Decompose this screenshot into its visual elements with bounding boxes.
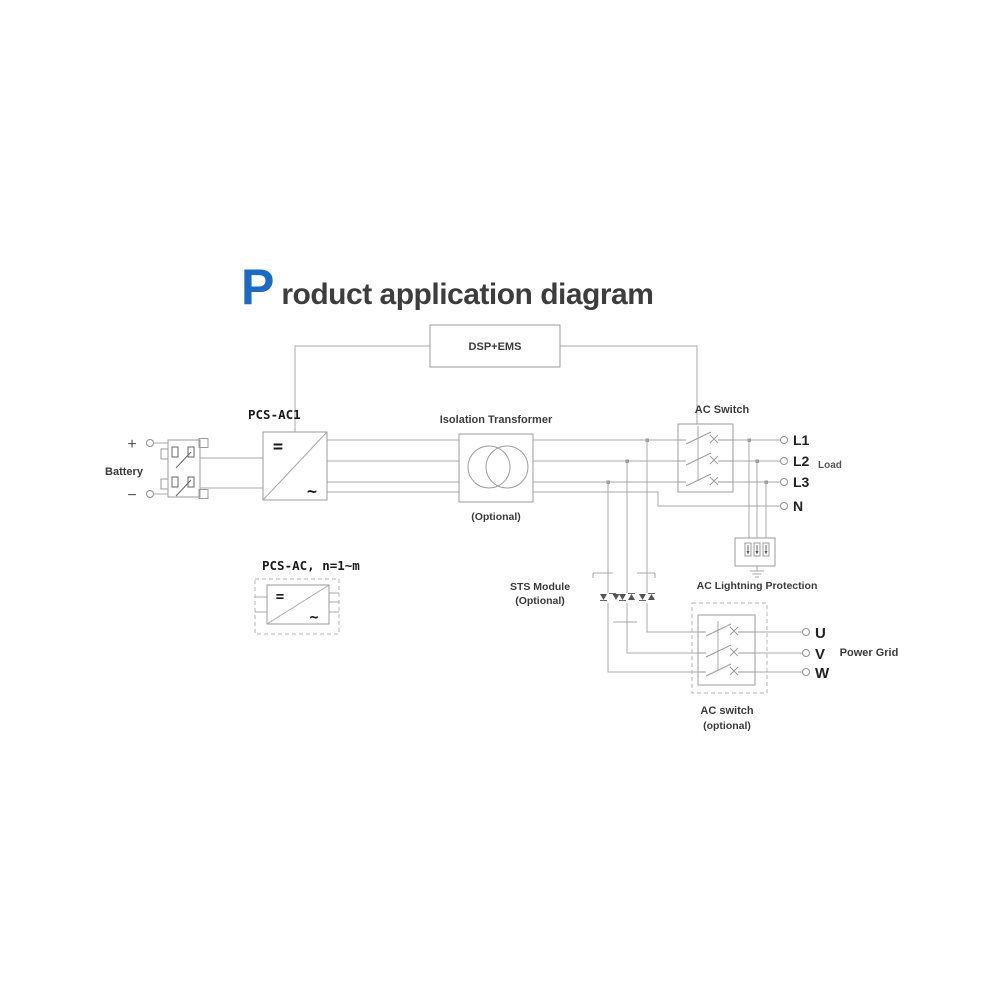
wire-taps-to-sts — [607, 440, 648, 593]
breaker-blade-icon — [175, 451, 192, 497]
wire-to-lightning — [748, 440, 767, 538]
sts-module-block: STS Module (Optional) — [510, 572, 698, 673]
terminal-l2 — [780, 457, 788, 465]
dsp-ems-block: DSP+EMS — [294, 324, 698, 432]
switch-pole-icon — [678, 431, 733, 487]
wire-to-grid — [755, 631, 803, 673]
switch-pole-icon — [698, 623, 755, 677]
pcs1-block: PCS-AC1 = ~ — [248, 407, 328, 502]
terminal-w-label: W — [815, 665, 830, 682]
fuse-icon — [187, 446, 195, 458]
dc-breaker-box — [167, 439, 201, 498]
title-rest: roduct application diagram — [281, 278, 654, 311]
fuse-icon — [171, 446, 179, 458]
transformer-note: (Optional) — [471, 511, 521, 523]
battery-block: + − Battery — [105, 436, 263, 504]
terminal-l3 — [780, 478, 788, 486]
battery-label: Battery — [105, 466, 144, 478]
wire-phases-to-switch — [533, 439, 678, 483]
dc-breaker-lug — [160, 478, 169, 490]
wire-dsp-to-ac-switch — [560, 345, 698, 424]
grid-terminals: U V W Power Grid — [755, 625, 898, 682]
terminal-v — [802, 649, 810, 657]
ac-switch-top-block: AC Switch — [677, 404, 750, 493]
sts-bypass-wires — [592, 572, 656, 623]
pcs-n-dashed-box — [254, 578, 340, 635]
sts-label: STS Module — [510, 581, 570, 593]
pcs-n-diagonal — [266, 584, 330, 625]
terminal-l1 — [780, 436, 788, 444]
pcs-n-block: PCS-AC, n=1~m = ~ — [254, 558, 360, 635]
ac-switch-top-box — [677, 423, 734, 493]
phase-wires — [533, 438, 781, 593]
battery-minus-sign: − — [127, 487, 136, 504]
ac-symbol: ~ — [307, 482, 317, 502]
transformer-coil-icon — [467, 445, 511, 489]
sts-note: (Optional) — [515, 595, 565, 607]
thyristor-pair-icon — [619, 593, 635, 601]
fuse-icon — [187, 476, 195, 488]
optional-dashed-box — [691, 602, 768, 694]
ac-switch-bottom-box — [697, 614, 756, 686]
terminal-n — [780, 502, 788, 510]
transformer-coil-icon — [485, 445, 529, 489]
dc-breaker-lug — [198, 489, 209, 499]
fuse-icon — [171, 476, 179, 488]
pcs-n-label: PCS-AC, n=1~m — [262, 558, 360, 573]
terminal-l2-label: L2 — [793, 453, 810, 469]
lightning-label: AC Lightning Protection — [697, 580, 818, 592]
lightning-protection-block: AC Lightning Protection — [697, 440, 818, 592]
thyristor-pair-icon — [600, 593, 620, 601]
ac-switch-bottom-note: (optional) — [703, 720, 751, 732]
pcs1-label: PCS-AC1 — [248, 407, 301, 422]
dsp-ems-label: DSP+EMS — [469, 341, 522, 353]
thyristor-pair-icon — [639, 593, 655, 601]
ground-icon — [750, 566, 764, 578]
terminal-l3-label: L3 — [793, 474, 810, 490]
surge-arrester-icon — [744, 542, 770, 557]
battery-plus-sign: + — [127, 436, 136, 453]
terminal-u-label: U — [815, 625, 826, 642]
dc-breaker-icon — [160, 438, 209, 499]
power-grid-label: Power Grid — [840, 647, 899, 659]
ac-switch-top-label: AC Switch — [695, 404, 750, 416]
ac-switch-bottom-label: AC switch — [700, 705, 753, 717]
dc-symbol: = — [276, 589, 284, 605]
wire-sts-to-switch — [607, 603, 698, 673]
ac-switch-bottom-block: AC switch (optional) — [691, 602, 768, 732]
battery-minus-terminal — [146, 490, 154, 498]
terminal-w — [802, 668, 810, 676]
battery-plus-terminal — [146, 439, 154, 447]
ac-symbol: ~ — [309, 608, 318, 626]
terminal-v-label: V — [815, 646, 825, 663]
terminal-l1-label: L1 — [793, 432, 810, 448]
terminal-n-label: N — [793, 498, 803, 514]
dc-breaker-lug — [160, 448, 169, 460]
pcs-n-stub-wires — [255, 592, 339, 613]
terminal-u — [802, 628, 810, 636]
wire-neutral — [533, 491, 781, 507]
title-initial: P — [241, 259, 275, 315]
pcs1-diagonal — [262, 431, 328, 501]
transformer-label: Isolation Transformer — [440, 414, 553, 426]
dc-symbol: = — [273, 437, 283, 457]
dc-breaker-lug — [198, 438, 209, 448]
load-label: Load — [818, 460, 842, 471]
transformer-box — [458, 433, 534, 503]
wire-dsp-to-pcs1 — [294, 345, 430, 432]
dsp-ems-box — [429, 324, 561, 368]
transformer-block: Isolation Transformer (Optional) — [440, 414, 553, 523]
wire-pcs1-to-transformer — [327, 439, 459, 493]
